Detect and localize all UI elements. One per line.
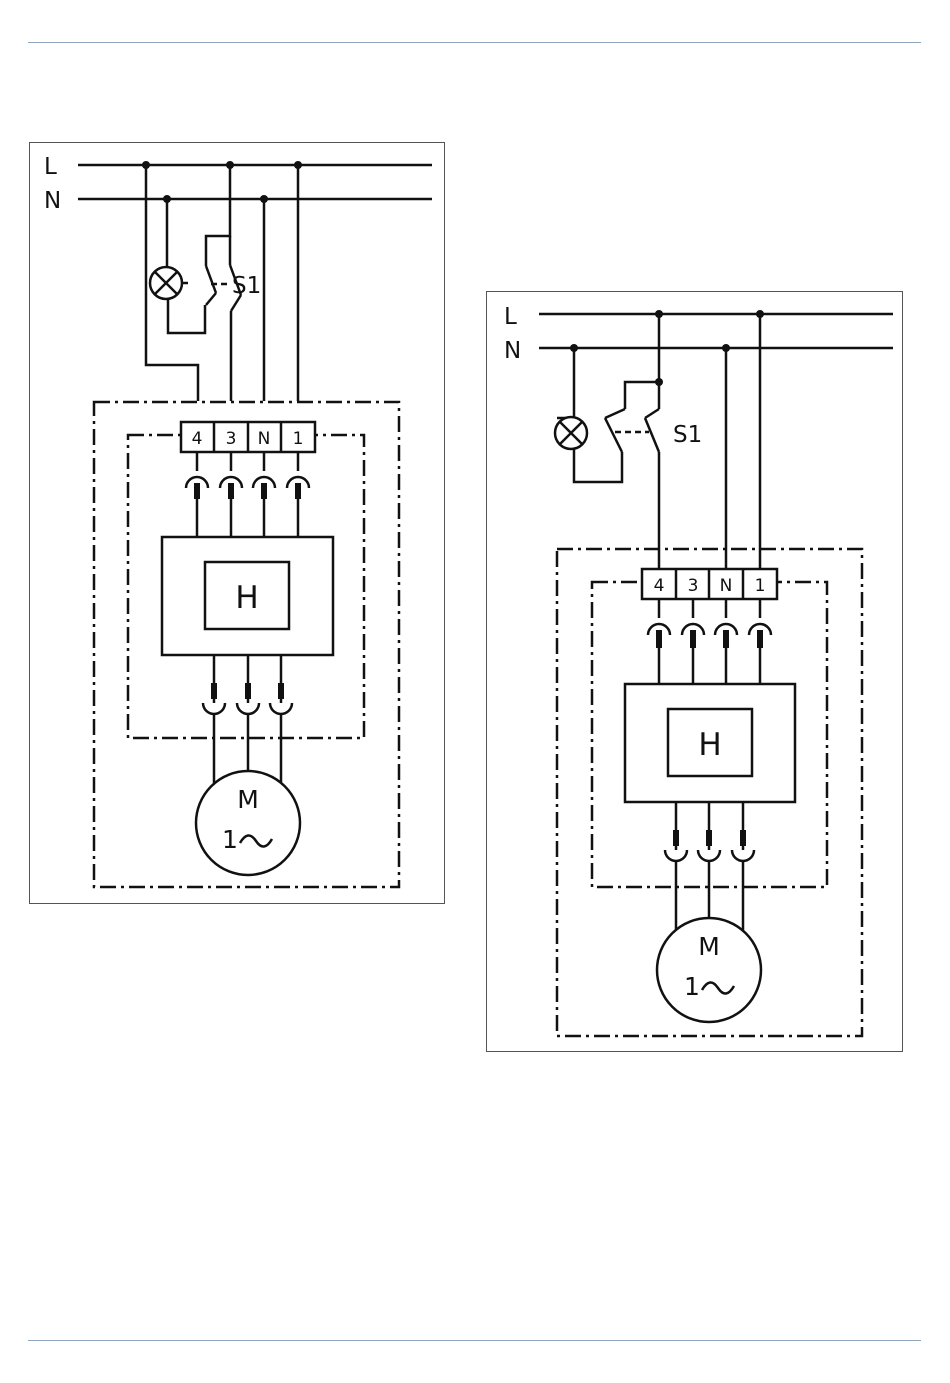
switch-label: S1 — [673, 422, 702, 448]
line-label: L — [44, 154, 57, 180]
line-label: L — [504, 304, 517, 330]
neutral-label: N — [44, 188, 61, 214]
neutral-label: N — [504, 338, 521, 364]
lamp-icon — [150, 267, 182, 299]
wiring-diagram-right: 4 3 N 1 H M 1 — [486, 291, 903, 1052]
connector-plugs — [648, 599, 771, 684]
terminal-label: 4 — [192, 429, 203, 449]
wiring-diagram-left-svg: 4 3 N 1 H — [30, 143, 446, 903]
motor-phase-label: 1 — [222, 825, 238, 854]
terminal-label: N — [258, 429, 271, 449]
terminal-label: N — [720, 576, 733, 596]
terminal-label: 1 — [755, 576, 766, 596]
switch-label: S1 — [232, 273, 261, 299]
footer-rule — [28, 1340, 921, 1341]
terminal-label: 3 — [226, 429, 237, 449]
terminal-label: 1 — [293, 429, 304, 449]
header-rule — [28, 42, 921, 43]
connector-plugs — [186, 452, 309, 537]
heater-label: H — [235, 580, 258, 616]
terminal-block: 4 3 N 1 — [642, 569, 777, 599]
heater-label: H — [698, 727, 721, 763]
terminal-label: 4 — [654, 576, 665, 596]
motor-label: M — [237, 785, 259, 814]
wiring-diagram-right-svg: 4 3 N 1 H M 1 — [487, 292, 903, 1052]
lamp-icon — [555, 417, 587, 449]
motor-label: M — [698, 932, 720, 961]
terminal-block: 4 3 N 1 — [181, 422, 315, 452]
wiring-diagram-left: 4 3 N 1 H — [29, 142, 445, 904]
motor-connectors — [203, 655, 292, 788]
terminal-label: 3 — [688, 576, 699, 596]
motor-connectors — [665, 802, 754, 937]
motor-phase-label: 1 — [684, 972, 700, 1001]
